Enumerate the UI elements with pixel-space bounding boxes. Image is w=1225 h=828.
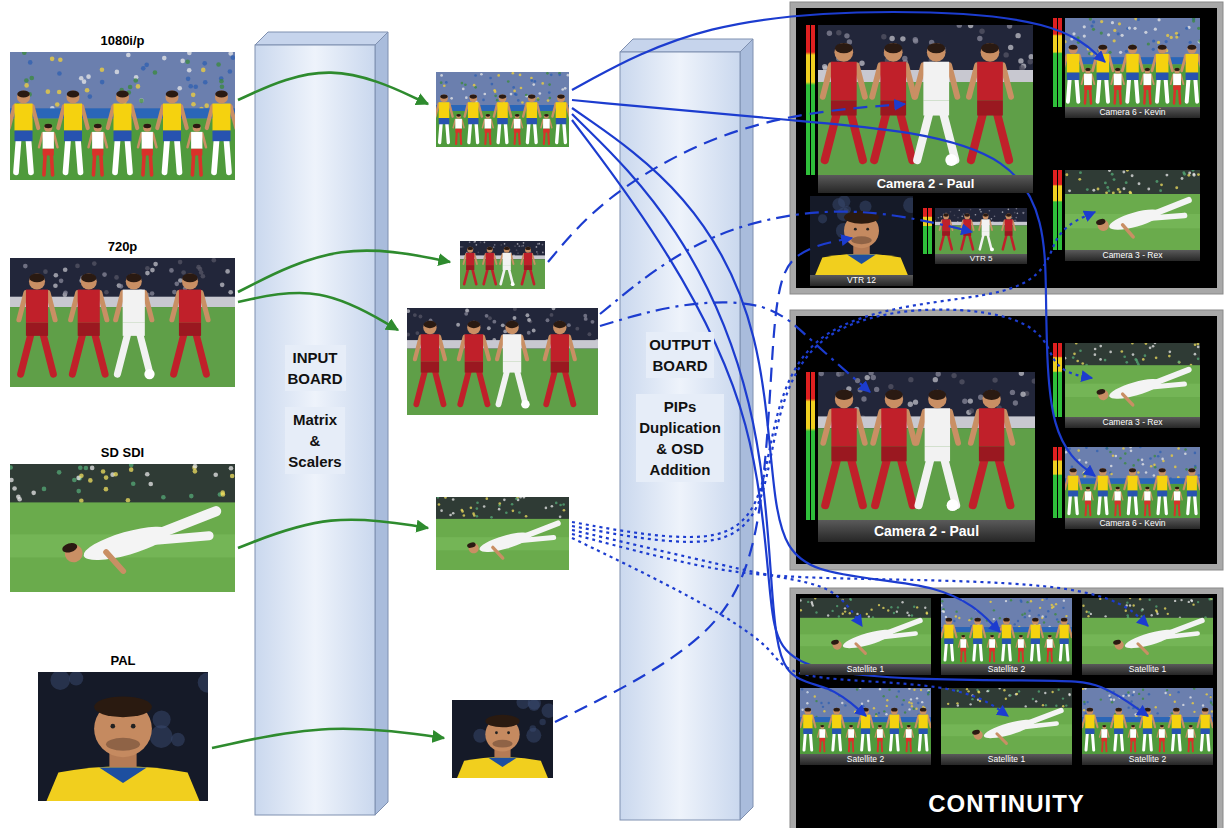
input-source: SD SDI	[10, 442, 235, 592]
video-tile: Satellite 2	[1082, 688, 1213, 765]
portrait-picture	[810, 196, 913, 275]
tile-caption: Camera 2 - Paul	[818, 520, 1035, 542]
scaler-arrow	[238, 520, 428, 548]
action-picture	[935, 208, 1027, 254]
video-tile: Camera 3 - Rex	[1065, 343, 1200, 428]
video-tile: Camera 2 - Paul	[818, 25, 1033, 193]
video-tile: VTR 5	[935, 208, 1027, 264]
lineup-picture	[1065, 447, 1200, 518]
routing-arrow	[572, 12, 1105, 90]
routing-arrow	[572, 538, 1008, 716]
video-tile: Satellite 2	[941, 598, 1072, 675]
monitor-name: CONTINUITY	[922, 790, 1091, 818]
tile-caption: Satellite 2	[1082, 754, 1213, 765]
tile-caption: Camera 3 - Rex	[1065, 250, 1200, 261]
tile-caption: Camera 6 - Kevin	[1065, 518, 1200, 529]
tile-caption: VTR 5	[935, 254, 1027, 264]
tile-caption: Satellite 1	[800, 664, 931, 675]
board-title: INPUT BOARD	[285, 345, 346, 391]
lineup-picture	[941, 598, 1072, 664]
routing-arrow	[555, 238, 852, 722]
routing-arrow	[572, 120, 1148, 716]
board-function: PIPs Duplication & OSD Addition	[636, 394, 724, 482]
lineup-picture	[1082, 688, 1213, 754]
source-format-label: 720p	[104, 236, 142, 258]
scaler-arrow	[238, 293, 398, 330]
action-picture	[407, 308, 598, 415]
video-tile: Satellite 1	[1082, 598, 1213, 675]
source-format-label: SD SDI	[97, 442, 148, 464]
routing-arrow	[572, 310, 1092, 542]
tile-caption: Satellite 1	[1082, 664, 1213, 675]
processing-board: INPUT BOARD Matrix & Scalers	[255, 45, 375, 815]
scaler-arrow	[212, 729, 444, 748]
lineup-picture	[10, 52, 235, 180]
lineup-picture	[800, 688, 931, 754]
portrait-picture	[452, 700, 553, 778]
input-source: PAL	[38, 650, 208, 801]
slide-picture	[1065, 170, 1200, 250]
board-columns	[255, 32, 753, 820]
tile-caption: Satellite 1	[941, 754, 1072, 765]
routing-arrow	[572, 534, 1148, 626]
tile-caption: Satellite 2	[800, 754, 931, 765]
action-picture	[818, 372, 1035, 520]
video-tile: Camera 6 - Kevin	[1065, 18, 1200, 118]
scaler-arrow	[238, 73, 428, 104]
routing-arrow	[572, 114, 866, 716]
lineup-picture	[436, 72, 569, 147]
input-source: 1080i/p	[10, 30, 235, 180]
source-format-label: PAL	[106, 650, 139, 672]
lineup-picture	[1065, 18, 1200, 107]
scaler-arrow	[238, 251, 450, 292]
slide-picture	[1082, 598, 1213, 664]
action-picture	[460, 241, 545, 289]
tile-caption: Satellite 2	[941, 664, 1072, 675]
board-function: Matrix & Scalers	[285, 407, 344, 474]
video-tile: Camera 3 - Rex	[1065, 170, 1200, 261]
tile-caption: Camera 3 - Rex	[1065, 417, 1200, 428]
portrait-picture	[38, 672, 208, 801]
action-picture	[10, 258, 235, 387]
routing-arrow	[600, 212, 972, 314]
slide-picture	[436, 497, 569, 570]
slide-picture	[10, 464, 235, 592]
slide-picture	[941, 688, 1072, 754]
monitor-wall: CONTINUITY Satellite 1 Satellite 2 Satellit…	[790, 588, 1223, 828]
routing-arrow	[572, 212, 1095, 537]
source-format-label: 1080i/p	[96, 30, 148, 52]
tile-caption: Camera 6 - Kevin	[1065, 107, 1200, 118]
video-tile: Satellite 1	[941, 688, 1072, 765]
video-tile: Camera 2 - Paul	[818, 372, 1035, 542]
board-title: OUTPUT BOARD	[646, 332, 714, 378]
action-picture	[818, 25, 1033, 175]
tile-caption: Camera 2 - Paul	[818, 175, 1033, 193]
video-tile: Camera 6 - Kevin	[1065, 447, 1200, 529]
audio-meters	[806, 18, 1062, 520]
processing-board: OUTPUT BOARD PIPs Duplication & OSD Addit…	[620, 52, 740, 820]
slide-picture	[1065, 343, 1200, 417]
video-tile: VTR 12	[810, 196, 913, 286]
tile-caption: VTR 12	[810, 275, 913, 286]
video-tile: Satellite 2	[800, 688, 931, 765]
slide-picture	[800, 598, 931, 664]
routing-arrow	[600, 302, 870, 392]
input-source: 720p	[10, 236, 235, 387]
video-tile: Satellite 1	[800, 598, 931, 675]
